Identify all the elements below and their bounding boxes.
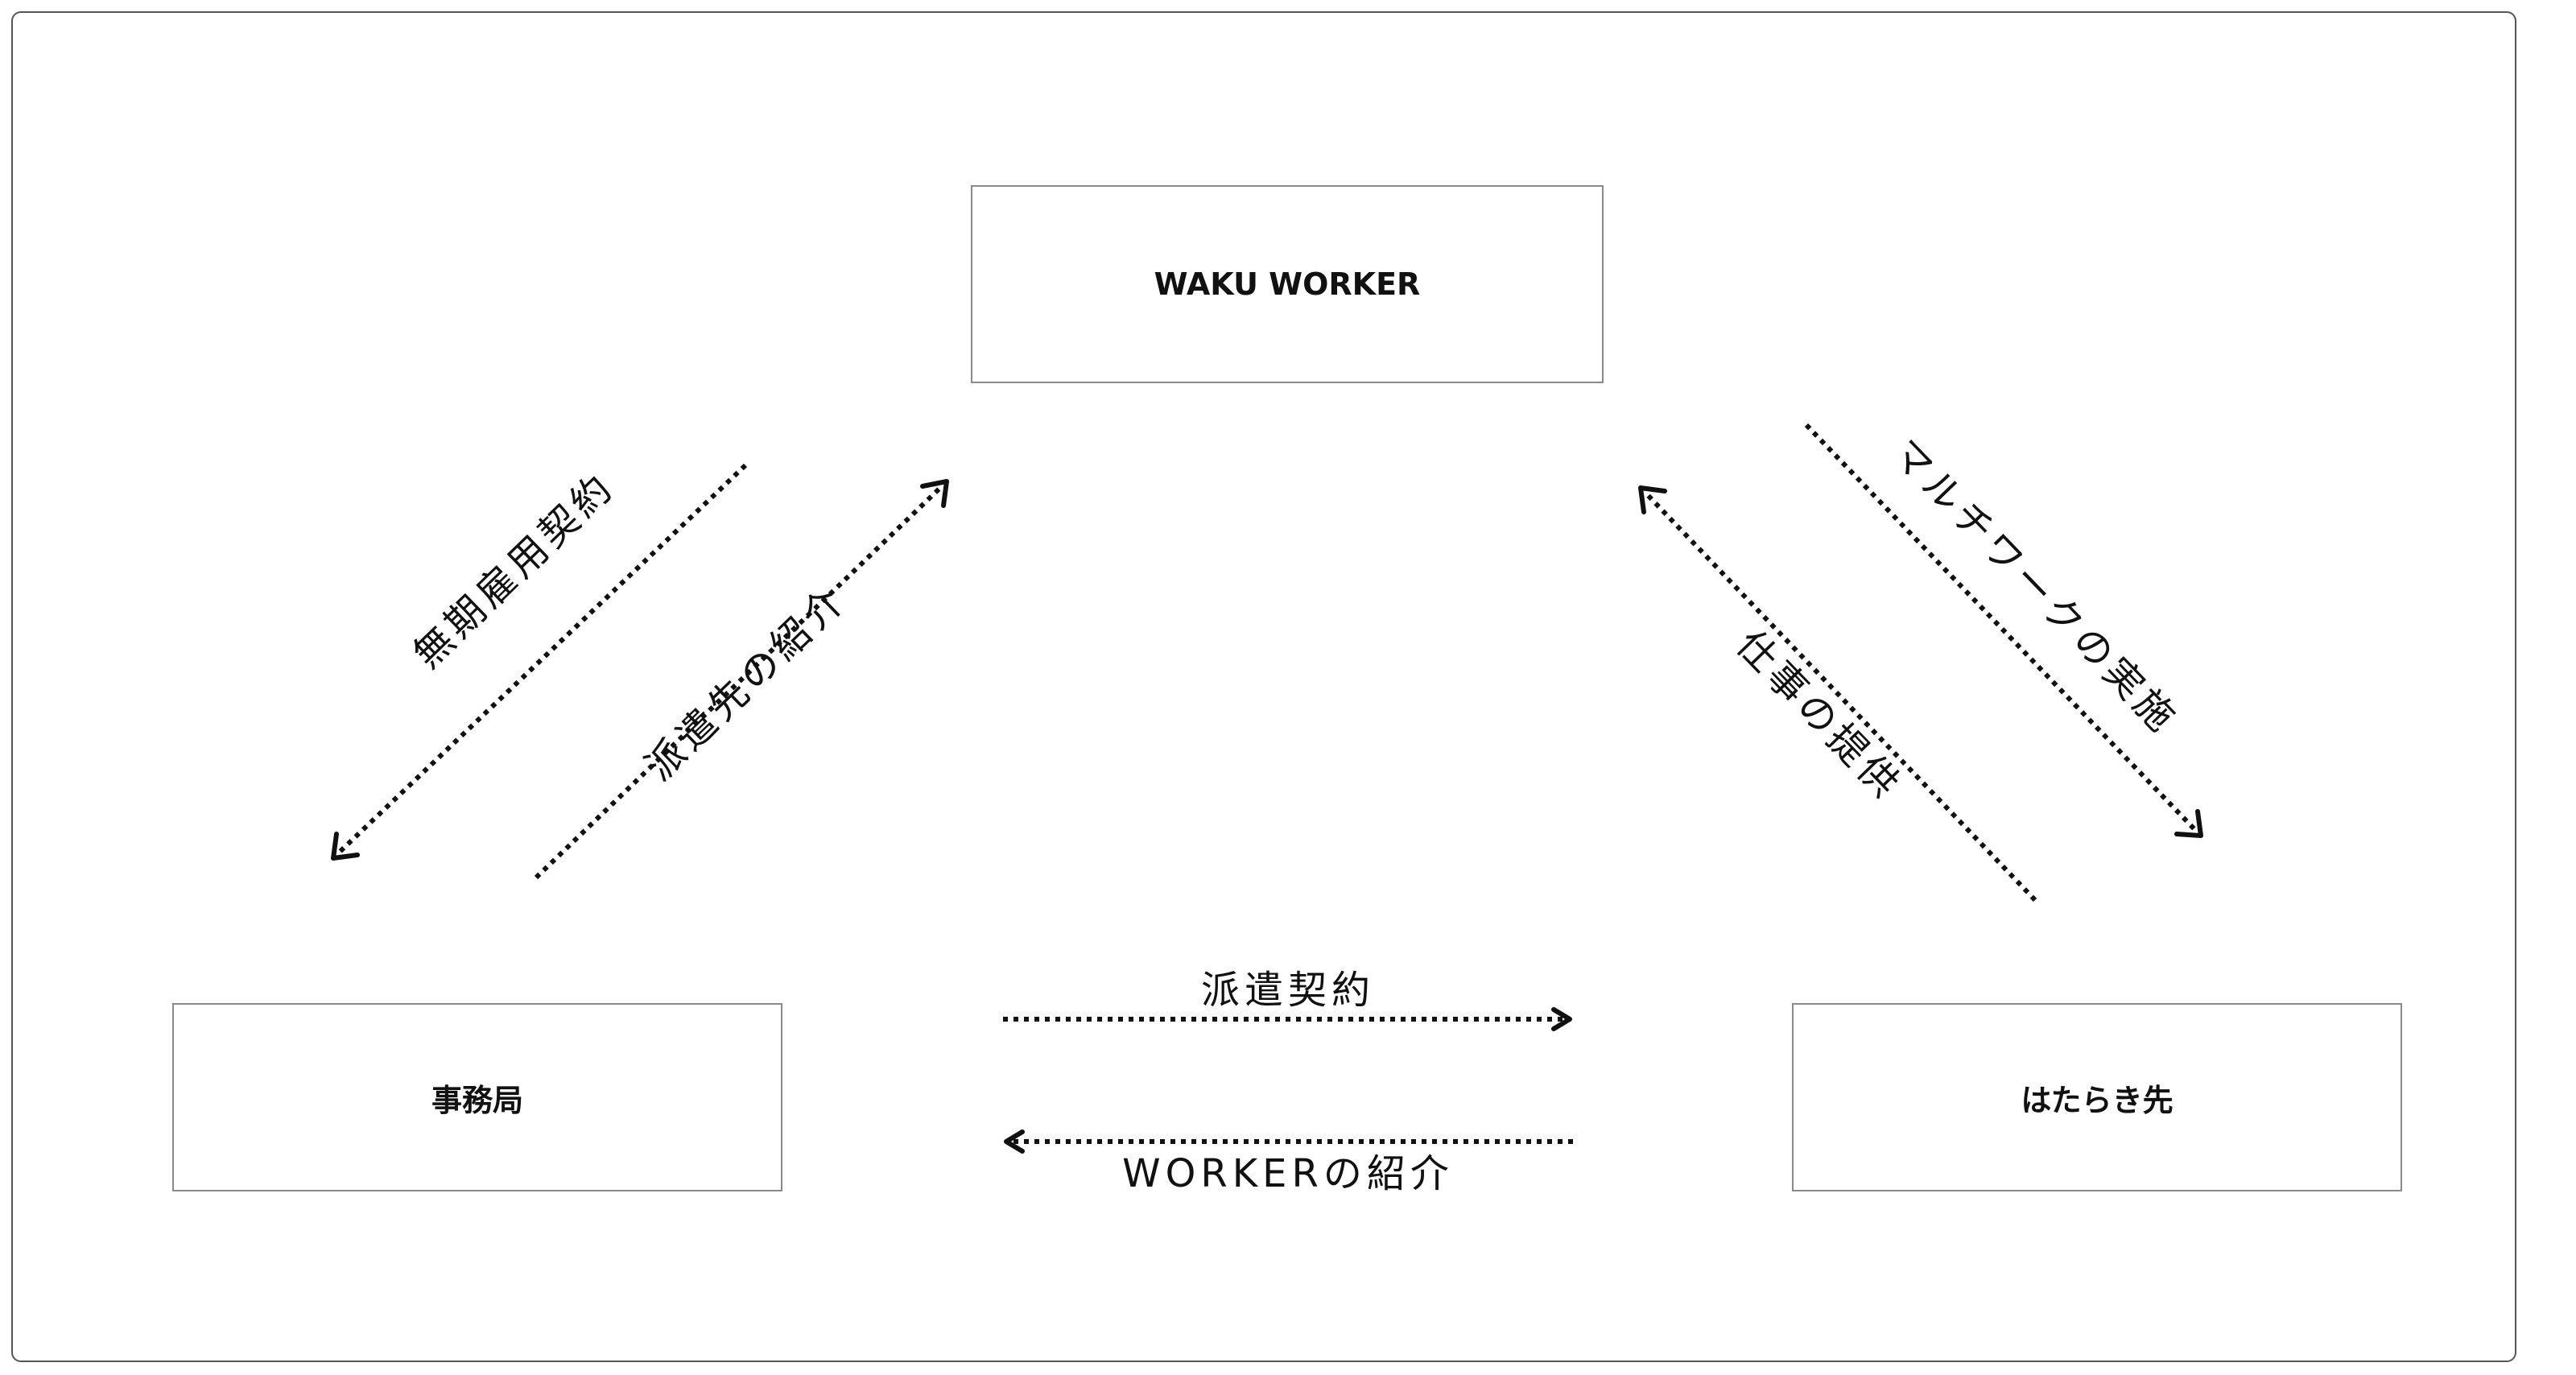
edge-worker-shoukai: WORKERの紹介 <box>1004 1129 1573 1196</box>
edge-muki-koyou-label: 無期雇用契約 <box>405 464 624 677</box>
edge-worker-shoukai-label: WORKERの紹介 <box>1122 1151 1454 1196</box>
node-waku-worker: WAKU WORKER <box>971 185 1604 383</box>
node-hatarakisaki: はたらき先 <box>1792 1003 2402 1191</box>
edge-multiwork-label: マルチワークの実施 <box>1883 431 2187 744</box>
node-jimukyoku: 事務局 <box>172 1003 782 1191</box>
edge-haken-keiyaku-label: 派遣契約 <box>1201 968 1375 1013</box>
node-waku-worker-label: WAKU WORKER <box>1154 266 1421 302</box>
edge-haken-shoukai: 派遣先の紹介 <box>534 479 949 880</box>
edge-haken-keiyaku: 派遣契約 <box>1003 968 1572 1031</box>
edge-haken-keiyaku-arrowhead <box>1551 1007 1572 1031</box>
edge-multiwork-arrowhead <box>2174 809 2203 838</box>
edge-shigoto-teikyou-arrowhead <box>1638 485 1667 514</box>
edge-muki-koyou-arrowhead <box>331 832 360 861</box>
edge-worker-shoukai-arrowhead <box>1004 1129 1025 1154</box>
edge-haken-shoukai-label: 派遣先の紹介 <box>637 576 856 790</box>
edge-shigoto-teikyou-label: 仕事の提供 <box>1728 621 1911 809</box>
node-hatarakisaki-label: はたらき先 <box>2021 1082 2174 1118</box>
edge-muki-koyou: 無期雇用契約 <box>331 464 748 861</box>
node-jimukyoku-label: 事務局 <box>431 1082 523 1118</box>
edge-haken-shoukai-arrowhead <box>920 479 949 508</box>
